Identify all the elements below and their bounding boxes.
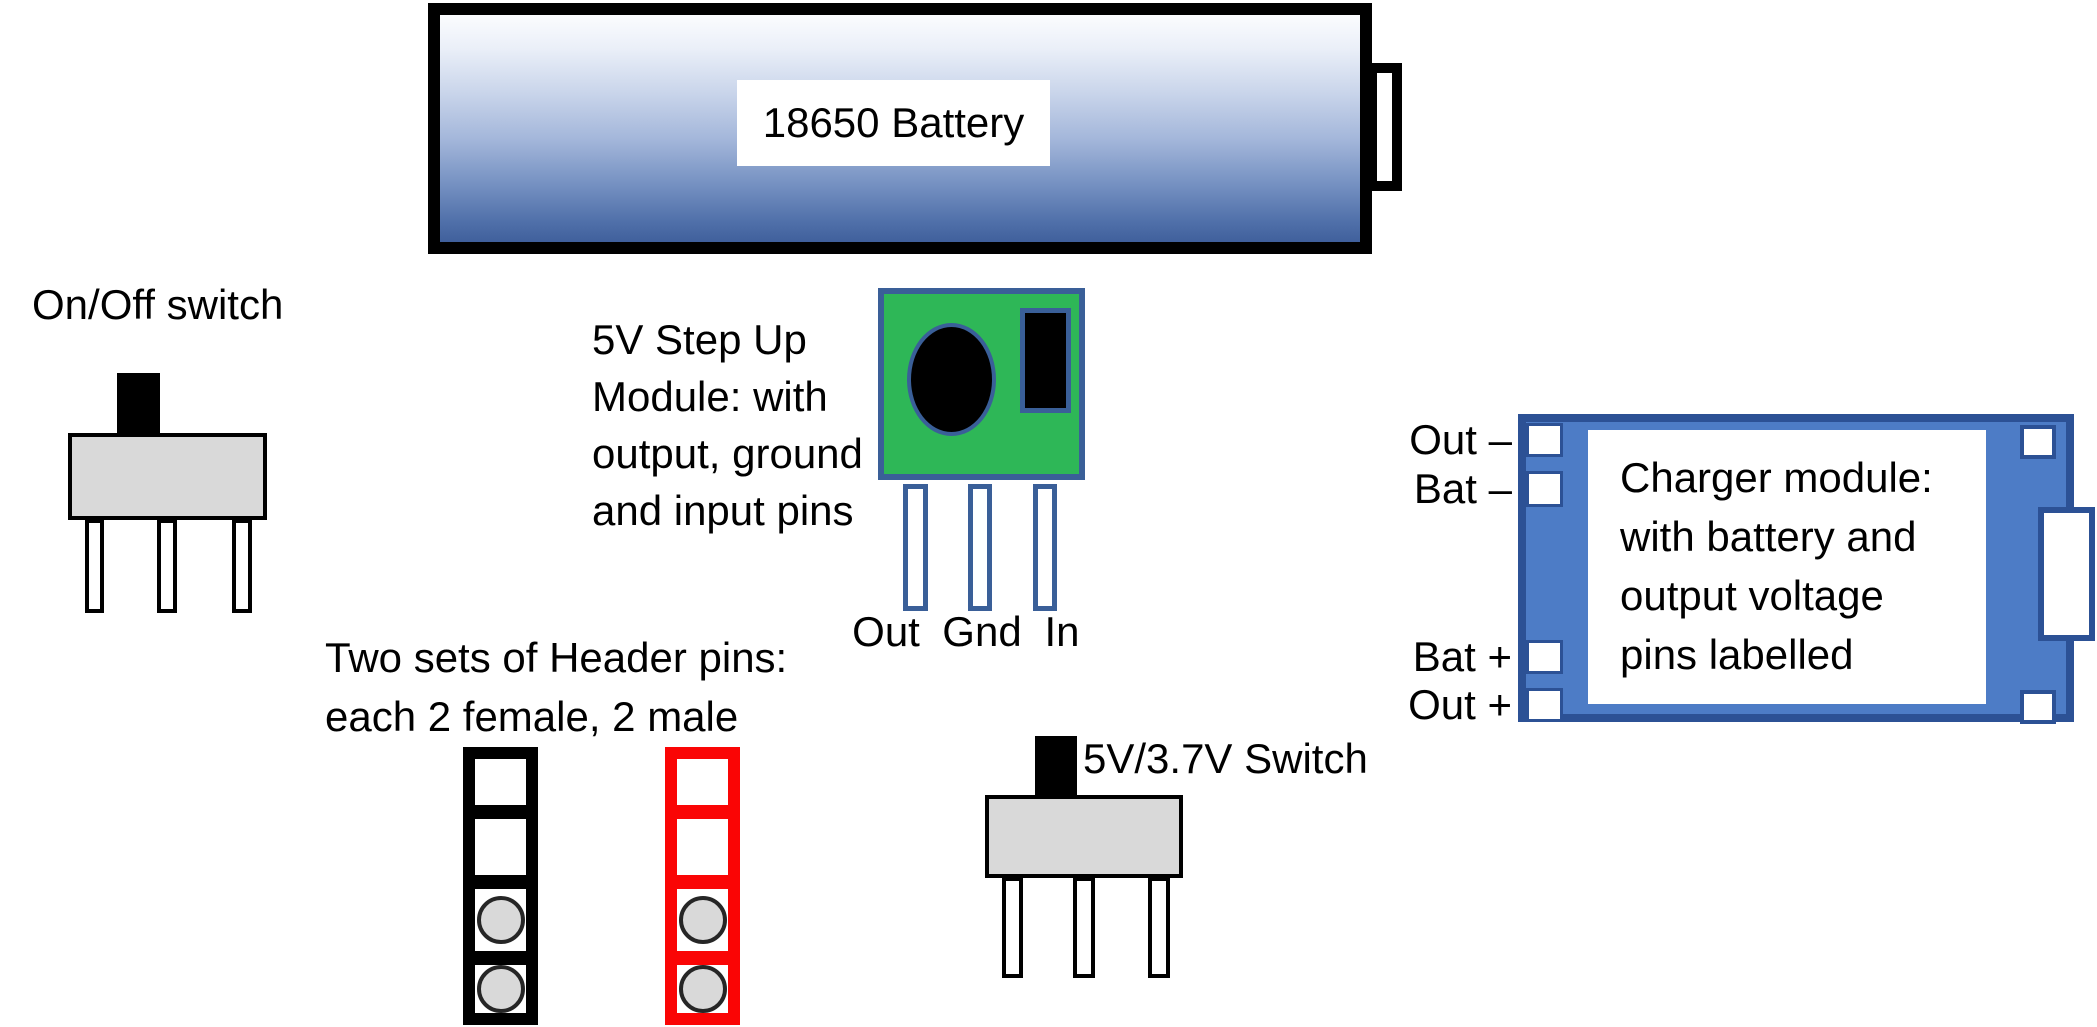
voltage-switch-leg	[1148, 877, 1170, 978]
female-socket	[678, 896, 727, 945]
charger-description-line: output voltage	[1620, 572, 1884, 619]
stepup-pin-gnd	[968, 484, 992, 611]
stepup-pin-label-gnd: Gnd	[942, 608, 1022, 655]
charger-pin-label-out-plus: Out +	[1408, 681, 1512, 728]
charger-pin-label-out-minus: Out –	[1409, 416, 1512, 463]
stepup-capacitor	[907, 323, 996, 436]
female-socket	[678, 965, 727, 1013]
onoff-switch-leg	[85, 519, 104, 613]
charger-pin-label-bat-minus: Bat –	[1413, 465, 1512, 512]
header-strip-black	[463, 747, 538, 1025]
onoff-switch-body	[68, 433, 267, 520]
charger-pin-label-bat-plus: Bat +	[1412, 633, 1512, 680]
voltage-switch-label: 5V/3.7V Switch	[1083, 735, 1368, 782]
charger-pad-bat-minus	[1526, 471, 1563, 507]
stepup-pin-out	[903, 484, 928, 611]
header-pins-description-line: each 2 female, 2 male	[325, 693, 739, 740]
header-cell-female	[677, 951, 728, 1013]
stepup-description-line: output, ground	[592, 430, 863, 477]
header-cell-female	[677, 875, 728, 951]
charger-pad-out-plus	[1526, 688, 1563, 722]
battery-18650	[428, 3, 1372, 254]
stepup-pin-label-in: In	[1044, 608, 1080, 655]
stepup-pin-label-out: Out	[852, 608, 920, 655]
charger-label-box	[1588, 430, 1986, 704]
header-cell-male	[677, 805, 728, 875]
charger-description-line: pins labelled	[1620, 631, 1854, 678]
header-cell-female	[475, 875, 526, 951]
onoff-switch-leg	[232, 519, 252, 613]
voltage-switch-knob	[1035, 736, 1077, 796]
stepup-description-line: Module: with	[592, 373, 828, 420]
stepup-pin-in	[1033, 484, 1057, 611]
header-cell-female	[475, 951, 526, 1013]
charger-description-line: with battery and	[1620, 513, 1917, 560]
charger-description: Charger module: with battery and output …	[1620, 448, 1933, 684]
header-cell-male	[475, 805, 526, 875]
charger-usb-connector	[2038, 507, 2095, 641]
voltage-switch-body	[985, 795, 1183, 878]
header-pins-description: Two sets of Header pins: each 2 female, …	[325, 628, 787, 746]
battery-terminal	[1367, 63, 1402, 191]
battery-label: 18650 Battery	[737, 80, 1050, 166]
stepup-description-line: and input pins	[592, 487, 854, 534]
header-pins-description-line: Two sets of Header pins:	[325, 634, 788, 681]
voltage-switch-leg	[1073, 877, 1095, 978]
charger-description-line: Charger module:	[1620, 454, 1933, 501]
header-cell-male	[677, 759, 728, 805]
charger-pad-top-right	[2020, 425, 2056, 459]
onoff-switch-leg	[157, 519, 177, 613]
stepup-description-line: 5V Step Up	[592, 316, 807, 363]
header-cell-male	[475, 759, 526, 805]
female-socket	[476, 965, 525, 1013]
voltage-switch-leg	[1002, 877, 1023, 978]
stepup-description: 5V Step Up Module: with output, ground a…	[592, 311, 863, 539]
charger-pad-bat-plus	[1526, 640, 1563, 674]
onoff-switch-knob	[117, 373, 160, 434]
charger-pad-out-minus	[1526, 423, 1563, 457]
onoff-switch-label: On/Off switch	[32, 281, 284, 328]
charger-pad-bottom-right	[2020, 690, 2056, 724]
header-strip-red	[665, 747, 740, 1025]
female-socket	[476, 896, 525, 945]
stepup-chip	[1020, 308, 1071, 413]
